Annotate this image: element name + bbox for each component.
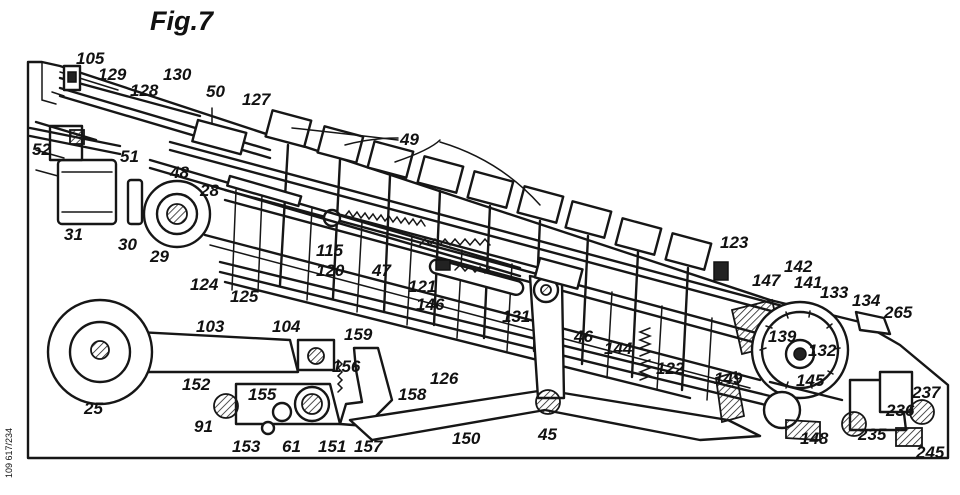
rocker-46 — [528, 256, 584, 415]
label-130: 130 — [163, 65, 192, 84]
spring-122 — [637, 327, 653, 381]
label-124: 124 — [190, 275, 219, 294]
label-48: 48 — [169, 163, 189, 182]
label-151: 151 — [318, 437, 346, 456]
label-91: 91 — [194, 417, 213, 436]
block-50 — [191, 107, 248, 156]
label-139: 139 — [768, 327, 797, 346]
side-note: 109 617/234 — [4, 428, 14, 478]
label-159: 159 — [344, 325, 373, 344]
label-235: 235 — [857, 425, 887, 444]
label-146: 146 — [416, 295, 445, 314]
label-115: 115 — [316, 241, 344, 260]
bar-150 — [348, 388, 762, 442]
label-157: 157 — [354, 437, 384, 456]
label-47: 47 — [371, 261, 392, 280]
label-158: 158 — [398, 385, 427, 404]
label-30: 30 — [118, 235, 137, 254]
label-52: 52 — [32, 140, 51, 159]
toothed-rack — [322, 208, 542, 270]
bell-crank-158 — [336, 346, 394, 428]
left-rods — [34, 120, 98, 177]
figure-title: Fig.7 — [150, 6, 215, 36]
label-131: 131 — [502, 307, 530, 326]
label-144: 144 — [604, 339, 633, 358]
reference-numerals: 105 129 130 128 50 127 49 52 51 48 28 31… — [32, 49, 945, 462]
label-237: 237 — [911, 383, 942, 402]
label-129: 129 — [98, 65, 127, 84]
label-134: 134 — [852, 291, 881, 310]
label-125: 125 — [230, 287, 259, 306]
label-51: 51 — [120, 147, 139, 166]
label-49: 49 — [399, 130, 419, 149]
label-236: 236 — [885, 401, 915, 420]
label-104: 104 — [272, 317, 301, 336]
label-105: 105 — [76, 49, 105, 68]
plate-152 — [213, 338, 342, 436]
label-142: 142 — [784, 257, 813, 276]
label-121: 121 — [408, 277, 436, 296]
label-45: 45 — [537, 425, 557, 444]
label-103: 103 — [196, 317, 225, 336]
label-50: 50 — [206, 82, 225, 101]
label-126: 126 — [430, 369, 459, 388]
label-152: 152 — [182, 375, 211, 394]
label-46: 46 — [573, 327, 593, 346]
label-145: 145 — [796, 371, 825, 390]
label-149: 149 — [714, 369, 743, 388]
label-245: 245 — [915, 443, 945, 462]
leader-lines-49 — [291, 127, 541, 206]
label-25: 25 — [83, 399, 103, 418]
label-28: 28 — [199, 181, 219, 200]
label-61: 61 — [282, 437, 301, 456]
label-29: 29 — [149, 247, 169, 266]
label-155: 155 — [248, 385, 277, 404]
key-frame-bars — [168, 140, 792, 408]
label-153: 153 — [232, 437, 261, 456]
label-156: 156 — [332, 357, 361, 376]
label-122: 122 — [656, 359, 685, 378]
label-31: 31 — [64, 225, 83, 244]
label-133: 133 — [820, 283, 849, 302]
label-128: 128 — [130, 81, 159, 100]
label-123: 123 — [720, 233, 749, 252]
label-147: 147 — [752, 271, 782, 290]
label-141: 141 — [794, 273, 822, 292]
label-127: 127 — [242, 90, 272, 109]
label-148: 148 — [800, 429, 829, 448]
label-132: 132 — [808, 341, 837, 360]
label-265: 265 — [883, 303, 913, 322]
right-wheel-assembly — [715, 298, 935, 447]
label-150: 150 — [452, 429, 481, 448]
left-drive-unit — [28, 64, 212, 249]
slotted-link — [428, 258, 525, 296]
lever-103 — [46, 298, 300, 406]
link-48 — [148, 158, 522, 278]
label-120: 120 — [316, 261, 345, 280]
keycaps — [264, 109, 729, 392]
